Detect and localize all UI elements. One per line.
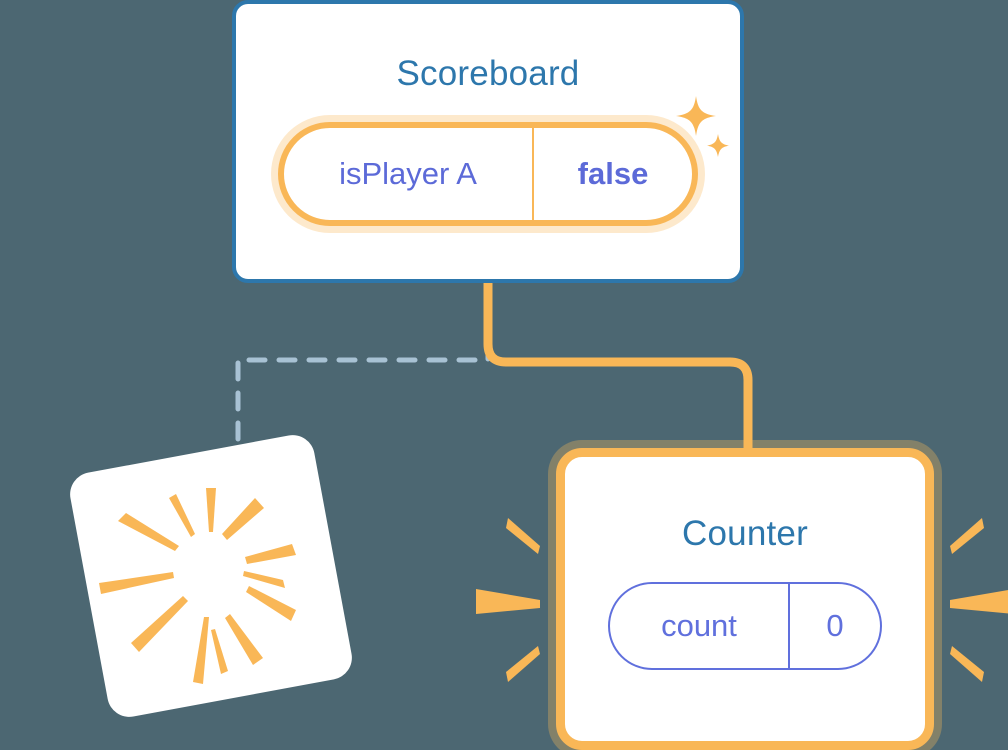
state-pill-count[interactable]: count 0 [608,582,882,670]
state-pill-key: isPlayer A [284,128,534,220]
card-scoreboard[interactable]: Scoreboard isPlayer A false [232,0,744,283]
state-pill-value: 0 [826,608,844,643]
card-counter-title: Counter [682,514,808,553]
card-counter[interactable]: Counter count 0 [556,448,934,750]
card-scoreboard-title: Scoreboard [396,54,580,93]
connector-scoreboard-to-counter [483,281,753,460]
card-tilted-blank[interactable] [66,431,356,721]
state-pill-key: count [610,584,790,668]
state-pill-value: false [577,156,649,191]
card-scoreboard-pill-row: isPlayer A false [236,94,740,226]
card-counter-pill-row: count 0 [565,554,925,670]
state-pill-isplayer-a[interactable]: isPlayer A false [278,122,698,226]
